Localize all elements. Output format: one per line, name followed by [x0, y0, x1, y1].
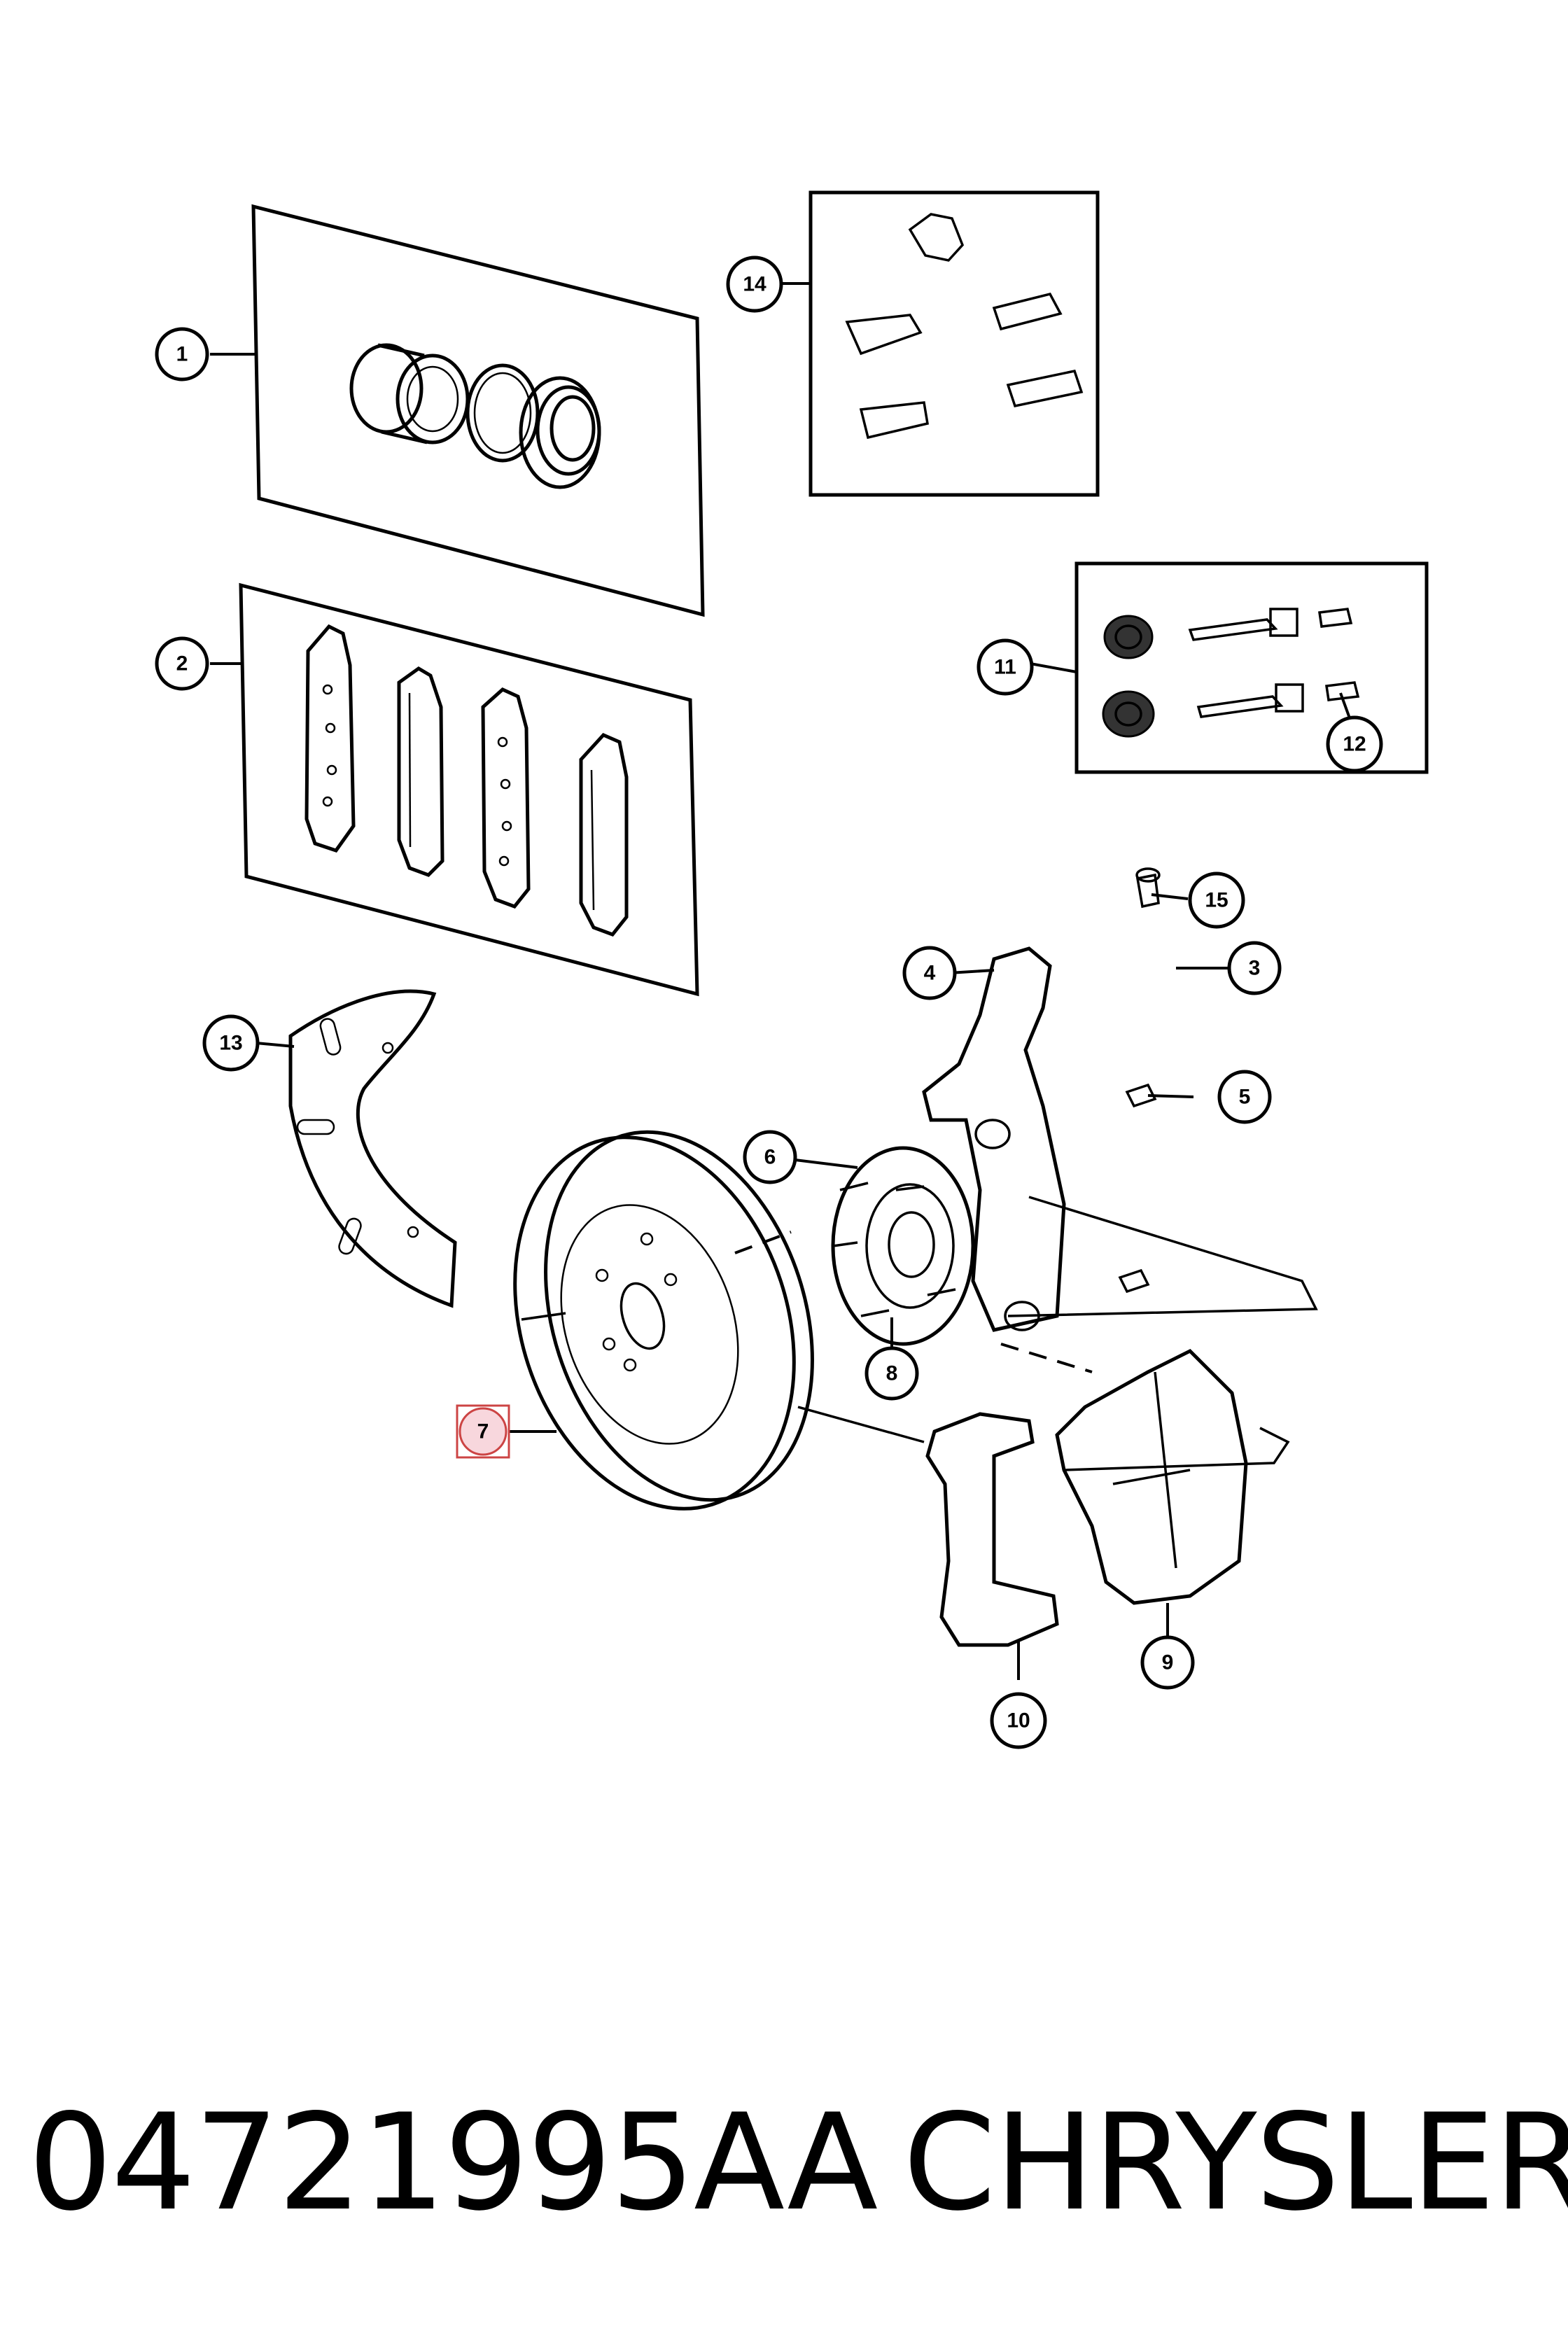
callout-13[interactable]: 13 [202, 1014, 260, 1072]
svg-text:13: 13 [219, 1032, 242, 1055]
fasteners [1118, 867, 1161, 1294]
callout-2[interactable]: 2 [155, 636, 209, 691]
callout-3[interactable]: 3 [1227, 941, 1282, 995]
brand-label: CHRYSLER [903, 2085, 1568, 2240]
svg-text:10: 10 [1007, 1709, 1030, 1732]
panel-piston-kit [251, 204, 705, 617]
svg-text:11: 11 [994, 656, 1016, 679]
footer: 04721995AA CHRYSLER [0, 2093, 1568, 2233]
svg-text:2: 2 [176, 652, 188, 676]
panel-brake-pads [239, 582, 699, 997]
panel-guide-pins [1074, 561, 1429, 774]
svg-text:6: 6 [764, 1146, 776, 1169]
callout-5[interactable]: 5 [1217, 1070, 1272, 1124]
callout-7[interactable]: 7 [456, 1404, 510, 1459]
callout-4[interactable]: 4 [902, 946, 957, 1000]
callout-15[interactable]: 15 [1188, 872, 1245, 929]
svg-text:4: 4 [924, 962, 936, 985]
callout-14[interactable]: 14 [726, 255, 783, 313]
svg-text:9: 9 [1162, 1651, 1174, 1674]
svg-text:1: 1 [176, 343, 188, 366]
callout-9[interactable]: 9 [1140, 1635, 1195, 1690]
pad-2 [397, 666, 444, 877]
steering-knuckle [922, 946, 1066, 1332]
pad-3 [481, 687, 531, 909]
pad-4 [579, 732, 629, 937]
svg-text:8: 8 [886, 1362, 898, 1385]
svg-text:5: 5 [1239, 1086, 1251, 1109]
callout-11[interactable]: 11 [976, 638, 1034, 696]
svg-text:12: 12 [1343, 733, 1366, 756]
splash-shield [288, 989, 457, 1308]
callout-12[interactable]: 12 [1326, 715, 1383, 773]
part-number-label: 04721995AA [28, 2085, 878, 2240]
svg-text:15: 15 [1205, 889, 1228, 912]
caliper-bracket [925, 1412, 1059, 1647]
svg-text:7: 7 [477, 1420, 489, 1443]
callout-8[interactable]: 8 [864, 1346, 919, 1401]
callout-1[interactable]: 1 [155, 327, 209, 382]
callout-6[interactable]: 6 [743, 1130, 797, 1184]
caliper [1055, 1348, 1248, 1605]
panel-clips [808, 190, 1100, 497]
pad-1 [304, 624, 356, 853]
brake-rotor [513, 1130, 814, 1511]
callout-10[interactable]: 10 [990, 1692, 1047, 1749]
svg-text:14: 14 [743, 273, 766, 296]
assembly-lines [521, 1196, 1318, 1471]
callouts: 1 2 3 4 5 6 7 8 9 10 11 12 13 14 15 [155, 255, 1383, 1749]
hub-bearing [831, 1146, 975, 1346]
svg-text:3: 3 [1249, 957, 1261, 980]
